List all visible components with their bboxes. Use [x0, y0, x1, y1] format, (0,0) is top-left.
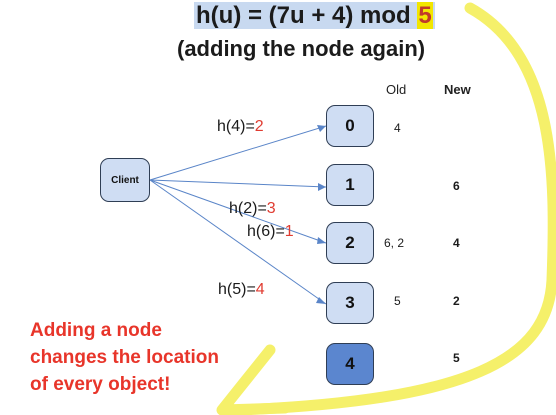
- arrowhead-2: [317, 237, 326, 244]
- new-value-server-4: 5: [453, 351, 460, 365]
- server-node-2: 2: [326, 222, 374, 264]
- old-value-server-0: 4: [394, 121, 401, 135]
- new-value-server-3: 2: [453, 294, 460, 308]
- callout-line: of every object!: [30, 374, 171, 395]
- hash-label-h5: h(5)=4: [218, 281, 265, 298]
- server-node-1: 1: [326, 164, 374, 206]
- server-node-4-new: 4: [326, 343, 374, 385]
- column-header-old: Old: [386, 82, 407, 97]
- title-modulus: 5: [417, 2, 433, 29]
- title-line-2: (adding the node again): [177, 36, 426, 61]
- old-value-server-3: 5: [394, 294, 401, 308]
- arrowhead-0: [317, 125, 326, 132]
- hash-label-h4: h(4)=2: [217, 118, 264, 135]
- column-header-new: New: [444, 82, 471, 97]
- edge-client-to-server-3: [149, 179, 327, 305]
- title-formula: h(u) = (7u + 4) mod: [196, 2, 418, 29]
- callout-line: changes the location: [30, 347, 219, 368]
- server-node-3: 3: [326, 282, 374, 324]
- edge-client-to-server-0: [149, 125, 327, 181]
- callout-text: Adding a node changes the location of ev…: [30, 317, 260, 398]
- client-node: Client: [100, 158, 150, 202]
- hash-label-h6: h(6)=1: [247, 223, 294, 240]
- old-value-server-2: 6, 2: [384, 236, 405, 250]
- new-value-server-1: 6: [453, 179, 460, 193]
- edge-client-to-server-2: [149, 179, 327, 244]
- arrowhead-3: [316, 297, 326, 304]
- new-value-server-2: 4: [453, 236, 460, 250]
- hash-label-h2: h(2)=3: [229, 200, 276, 217]
- server-node-0: 0: [326, 105, 374, 147]
- callout-line: Adding a node: [30, 320, 162, 341]
- edge-client-to-server-1: [149, 179, 327, 188]
- arrowhead-1: [318, 183, 326, 191]
- title-line-1: h(u) = (7u + 4) mod 5: [194, 2, 435, 30]
